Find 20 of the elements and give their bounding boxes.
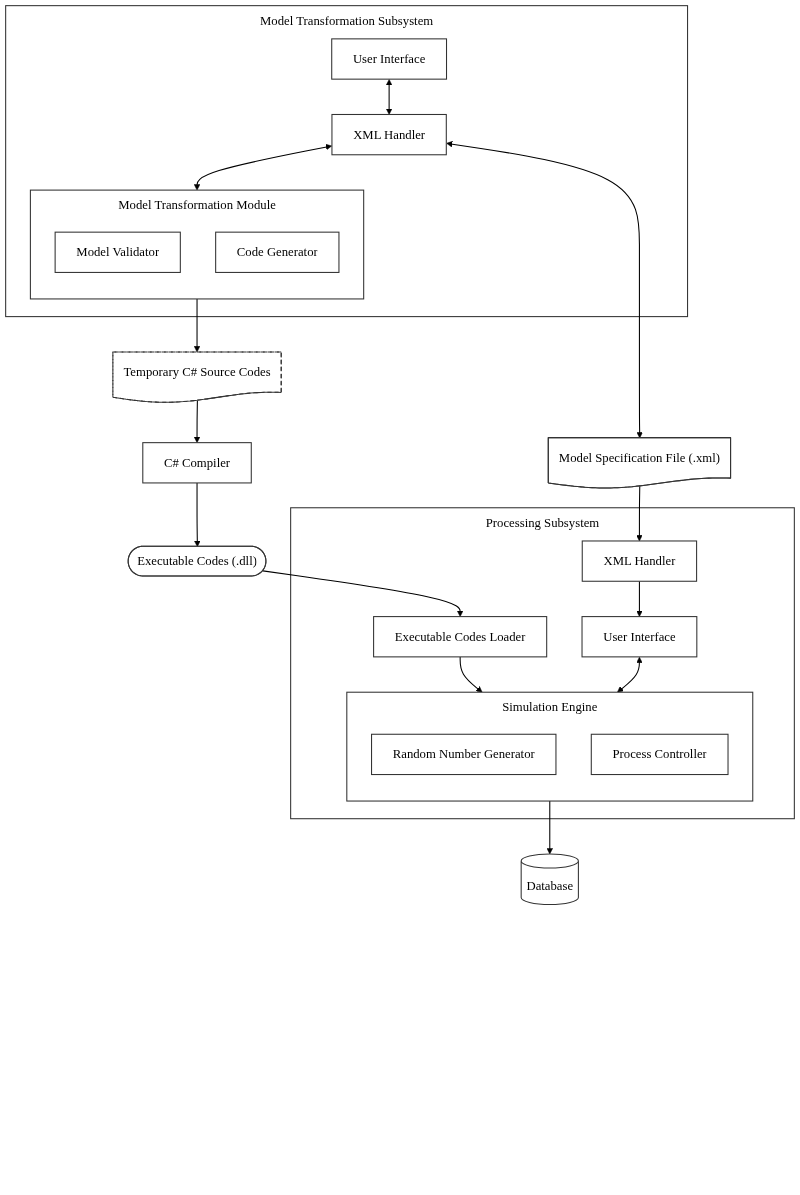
- node-box: Code Generator: [215, 231, 340, 273]
- node-box: C# Compiler: [142, 442, 252, 484]
- arrow: [459, 656, 483, 693]
- node-box: User Interface: [581, 616, 698, 658]
- node-box: Executable Codes Loader: [373, 616, 548, 658]
- node-box: User Interface: [331, 38, 448, 80]
- node-box: Random Number Generator: [371, 733, 557, 776]
- arrow: [617, 656, 643, 693]
- arrow: [193, 400, 201, 443]
- arrow: [194, 482, 201, 547]
- arrow: [262, 570, 464, 617]
- arrow: [386, 79, 393, 115]
- node-box: XML Handler: [331, 113, 447, 156]
- arrow: [636, 580, 643, 617]
- arrow: [546, 800, 553, 855]
- arrow: [193, 143, 332, 191]
- node-box: XML Handler: [581, 540, 698, 582]
- arrow: [636, 485, 643, 542]
- node-box: Model Validator: [54, 231, 181, 273]
- node-box: Process Controller: [590, 733, 729, 776]
